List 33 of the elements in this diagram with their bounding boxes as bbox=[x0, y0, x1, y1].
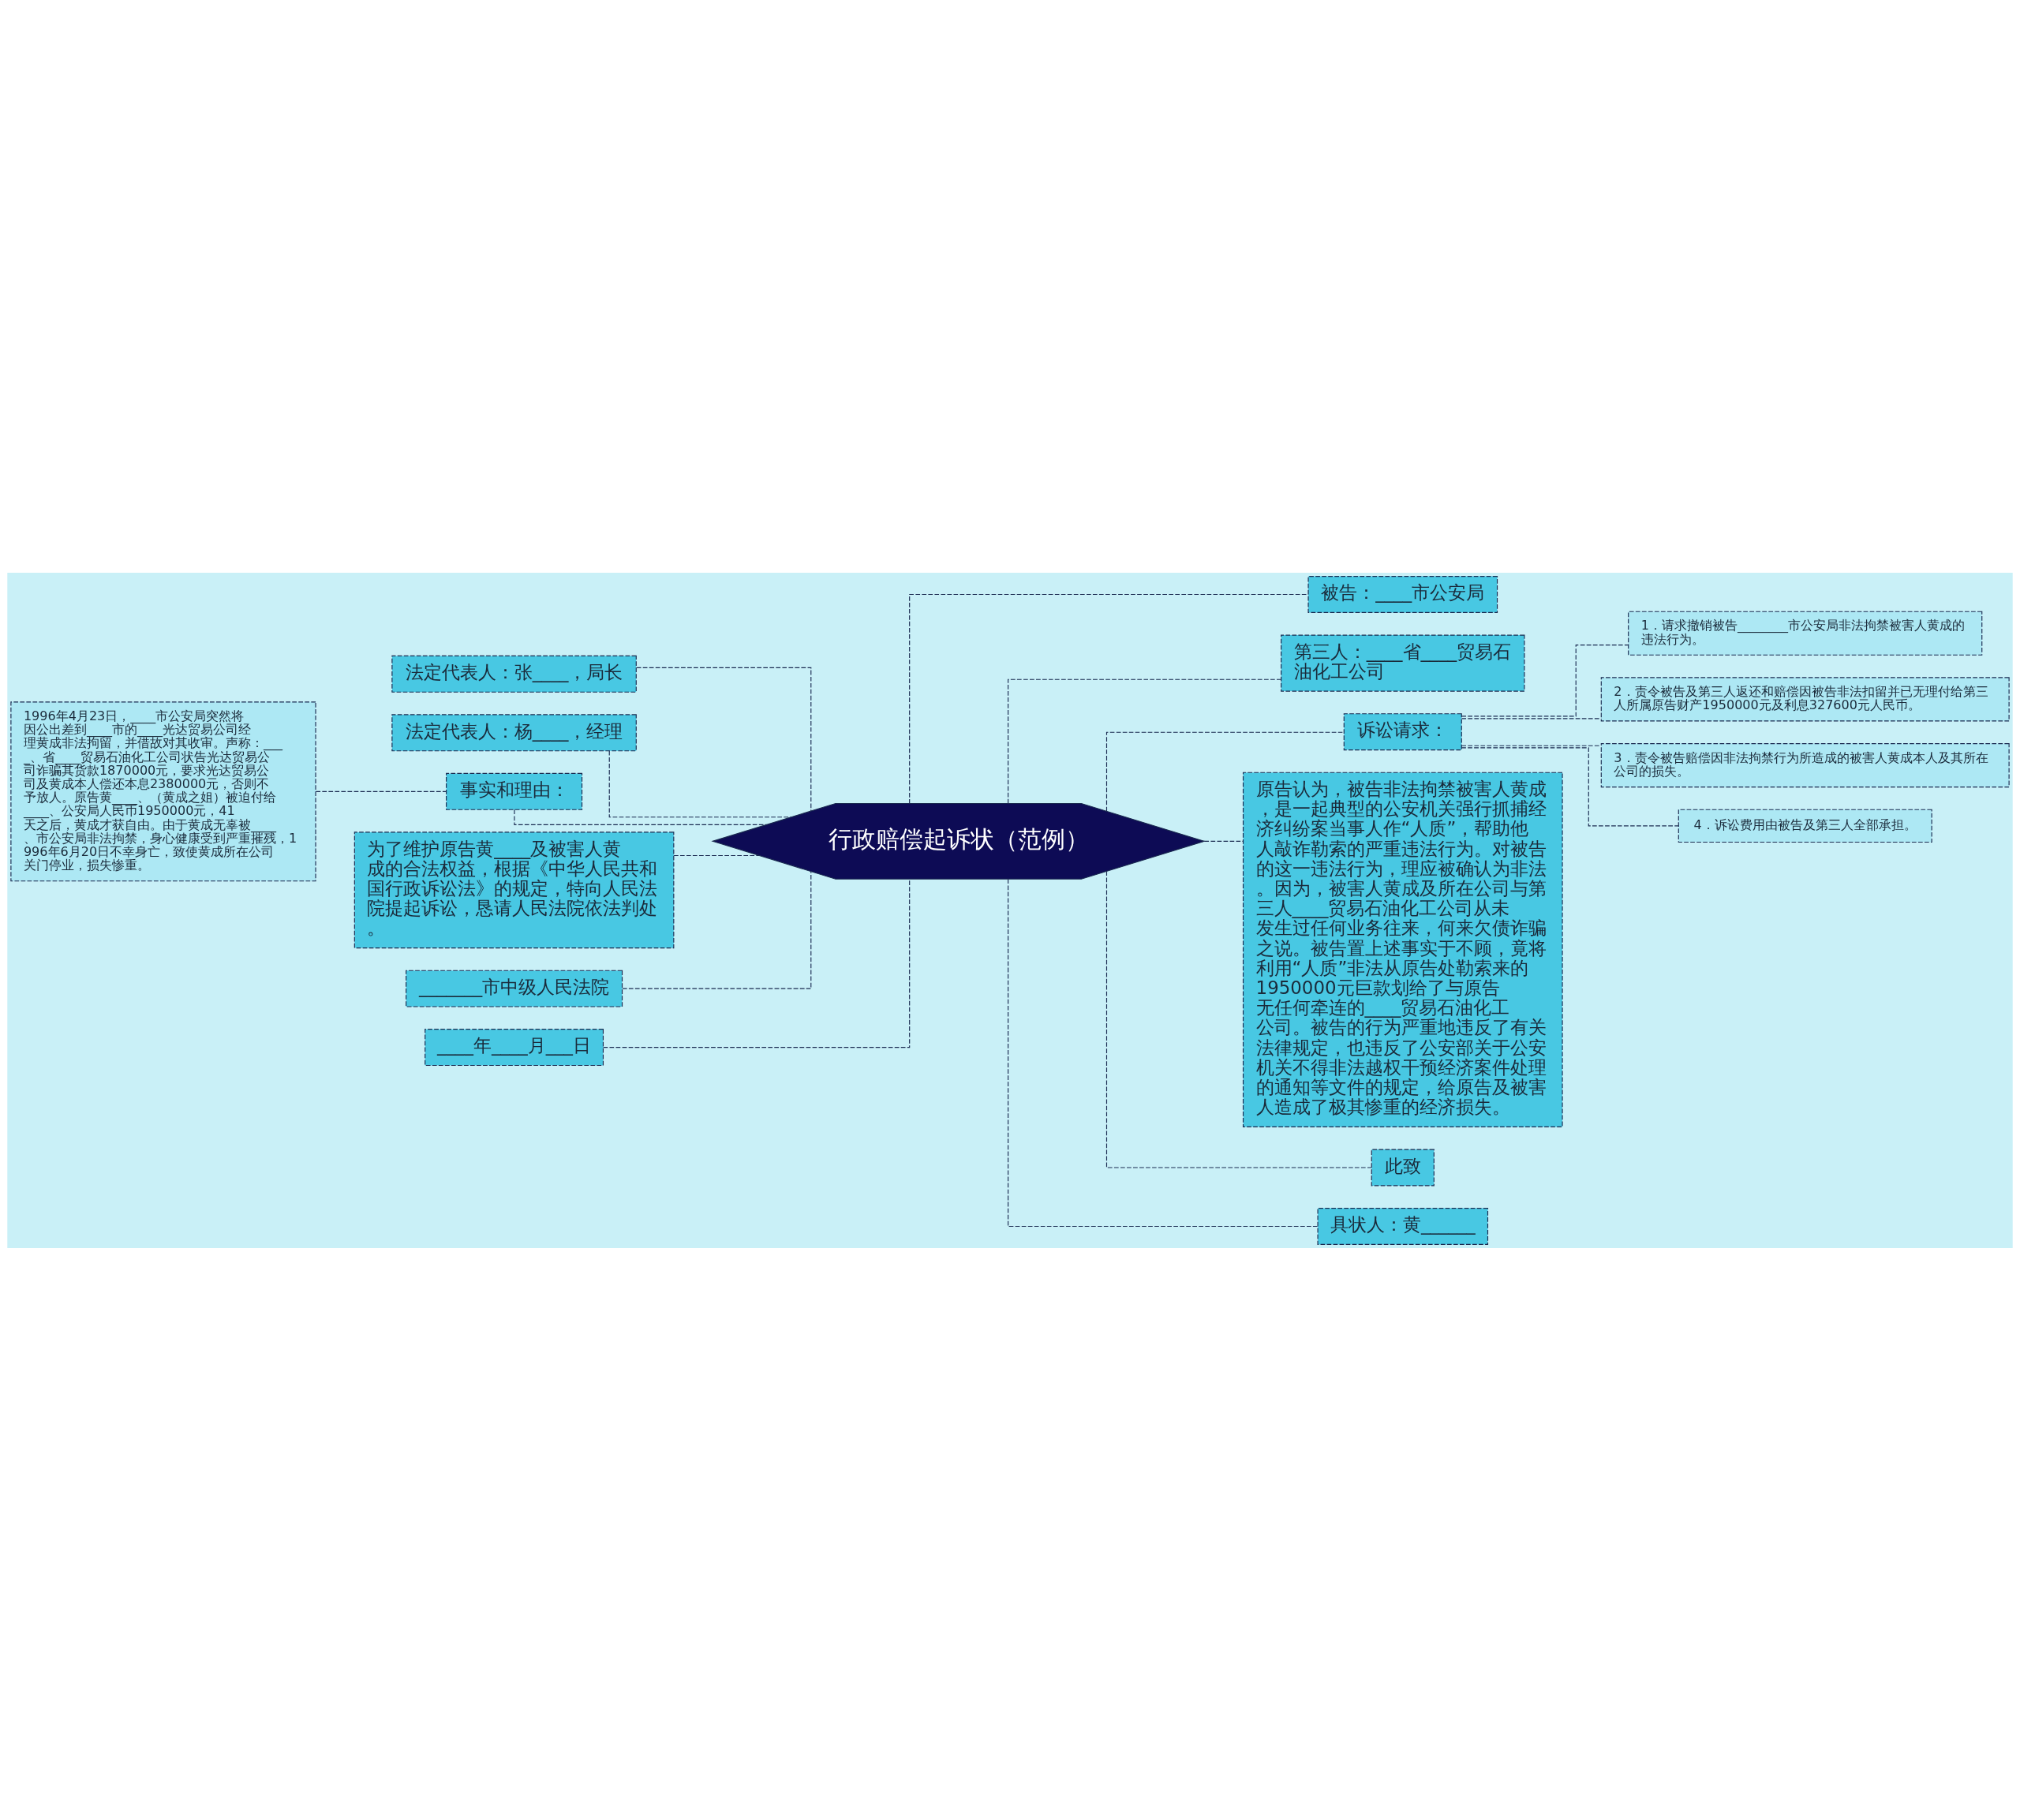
connector bbox=[622, 870, 812, 989]
node-box: _______市中级人民法院 bbox=[406, 970, 623, 1007]
connector bbox=[1105, 731, 1345, 812]
node-box: 被告：____市公安局 bbox=[1307, 575, 1498, 613]
connector bbox=[1461, 745, 1602, 746]
connector bbox=[673, 854, 760, 856]
node-box: 第三人：____省____贸易石油化工公司 bbox=[1281, 634, 1525, 692]
node-box: 法定代表人：张____，局长 bbox=[391, 655, 637, 693]
node-box: 具状人：黄______ bbox=[1317, 1207, 1489, 1245]
node-box: 诉讼请求： bbox=[1343, 712, 1462, 750]
connector bbox=[1008, 678, 1282, 804]
connector bbox=[603, 878, 911, 1048]
connector bbox=[1461, 717, 1602, 719]
node-box: ____年____月___日 bbox=[425, 1028, 604, 1066]
connector bbox=[1008, 878, 1319, 1227]
node-box: 3．责令被告赔偿因非法拘禁行为所造成的被害人黄成本人及其所在公司的损失。 bbox=[1600, 742, 2010, 787]
node-box: 4．诉讼费用由被告及第三人全部承担。 bbox=[1678, 809, 1932, 843]
node-box: 法定代表人：杨____，经理 bbox=[391, 713, 637, 751]
connector bbox=[909, 593, 1309, 804]
connector bbox=[1203, 840, 1244, 842]
node-box: 1．请求撤销被告________市公安局非法拘禁被害人黄成的违法行为。 bbox=[1628, 611, 1983, 656]
node-box: 事实和理由： bbox=[446, 772, 583, 810]
node-box: 2．责令被告及第三人返还和赔偿因被告非法扣留并已无理付给第三人所属原告财产1950000元及利息327600元人民币。 bbox=[1600, 676, 2010, 721]
connector bbox=[1105, 870, 1372, 1168]
node-box: 1996年4月23日，____市公安局突然将因公出差到____市的____光达贸易公司经理黄成非法拘留，并借故对其收审。声称：____、省____贸易石油化工公司状告光达贸易公司诈骗其货款1870000元，要求光达贸易公司及黄成本人偿还本息2380000元，否则不予放人。原告黄____、（黄成之姐）被迫付给____、公安局人民币1950000元，41天之后，黄成才获自由。由于黄成无辜被____、市公安局非法拘禁，身心健康受到严重摧残，1996年6月20日不幸身亡，致使黄成所在公司关门停业，损失惨重。 bbox=[10, 701, 316, 881]
connector bbox=[608, 749, 792, 817]
node-box: 此致 bbox=[1371, 1149, 1435, 1186]
connector bbox=[315, 790, 447, 792]
connector bbox=[1461, 746, 1679, 826]
connector bbox=[636, 667, 812, 812]
connector bbox=[1461, 644, 1629, 716]
node-box: 为了维护原告黄____及被害人黄成的合法权益，根据《中华人民共和国行政诉讼法》的规定，特向人民法院提起诉讼，恳请人民法院依法判处。 bbox=[354, 831, 675, 948]
node-box: 原告认为，被告非法拘禁被害人黄成，是一起典型的公安机关强行抓捕经济纠纷案当事人作“人质”，帮助他人敲诈勒索的严重违法行为。对被告的这一违法行为，理应被确认为非法。因为，被害人黄成及所在公司与第三人____贸易石油化工公司从未发生过任何业务往来，何来欠债诈骗之说。被告置上述事实于不顾，竟将利用“人质”非法从原告处勒索来的1950000元巨款划给了与原告无任何牵连的____贸易石油化工公司。被告的行为严重地违反了有关法律规定，也违反了公安部关于公安机关不得非法越权干预经济案件处理的通知等文件的规定，给原告及被害人造成了极其惨重的经济损失。 bbox=[1242, 772, 1563, 1127]
